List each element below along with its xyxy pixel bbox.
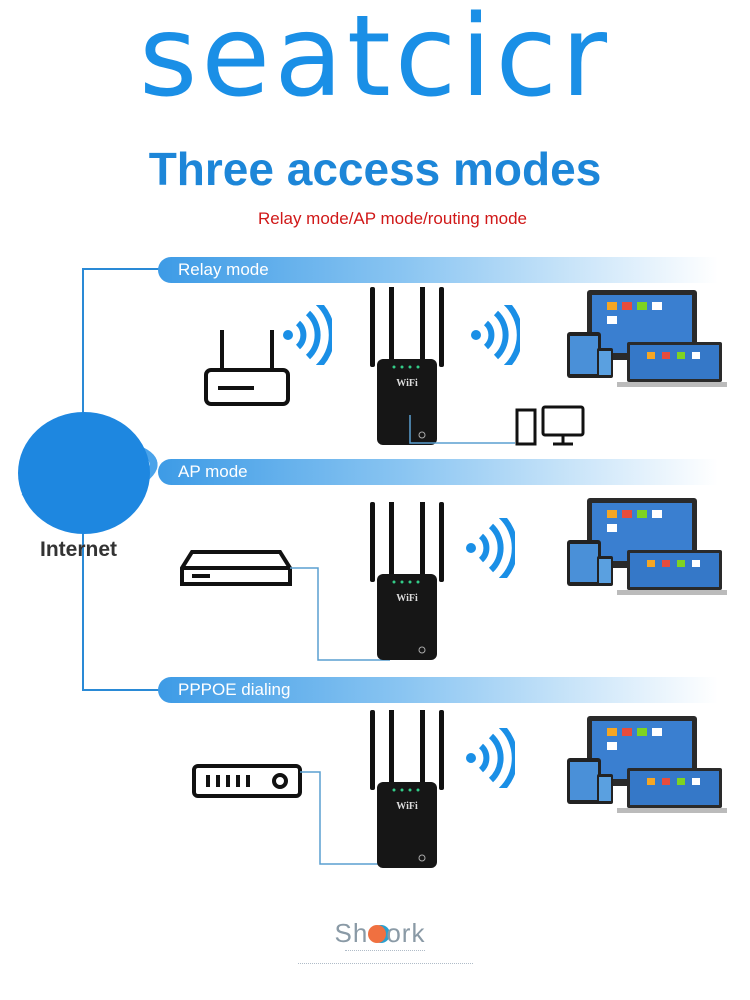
mode-label: PPPOE dialing (178, 680, 291, 699)
wifi-signal-icon (470, 305, 520, 365)
internet-globe-icon (18, 412, 150, 534)
device-wifi-label: WiFi (396, 593, 418, 604)
device-wifi-label: WiFi (396, 378, 418, 389)
connector-line (82, 689, 160, 691)
devices-screens-icon (567, 498, 727, 598)
modem-icon (180, 550, 390, 661)
brand-logo: seatcicr (138, 0, 612, 122)
page-title: Three access modes (148, 143, 602, 195)
mode-label: Relay mode (178, 260, 269, 279)
logo-fineprint (345, 950, 425, 951)
wifi-signal-icon (465, 728, 515, 788)
devices-screens-icon (567, 716, 727, 816)
logo-fineprint (298, 963, 473, 964)
wifi-extender-device (362, 710, 452, 870)
wifi-signal-icon (282, 305, 332, 365)
device-wifi-label: WiFi (396, 801, 418, 812)
devices-screens-icon (567, 290, 727, 390)
connector-line (82, 268, 160, 270)
internet-label: Internet (40, 538, 118, 561)
mode-band-relay: Relay mode (158, 257, 718, 283)
optical-modem-icon (192, 764, 387, 865)
mode-band-pppoe: PPPOE dialing (158, 677, 718, 703)
desktop-pc-icon (409, 405, 585, 446)
wifi-extender-device (362, 502, 452, 662)
subtitle: Relay mode/AP mode/routing mode (257, 209, 527, 228)
mode-label: AP mode (178, 462, 248, 481)
logo-text: Sh (334, 918, 369, 948)
logo-dot-icon (368, 925, 387, 943)
wifi-signal-icon (465, 518, 515, 578)
logo-text: ork (386, 918, 426, 948)
mode-band-ap: AP mode (158, 459, 718, 485)
router-icon (204, 330, 290, 406)
